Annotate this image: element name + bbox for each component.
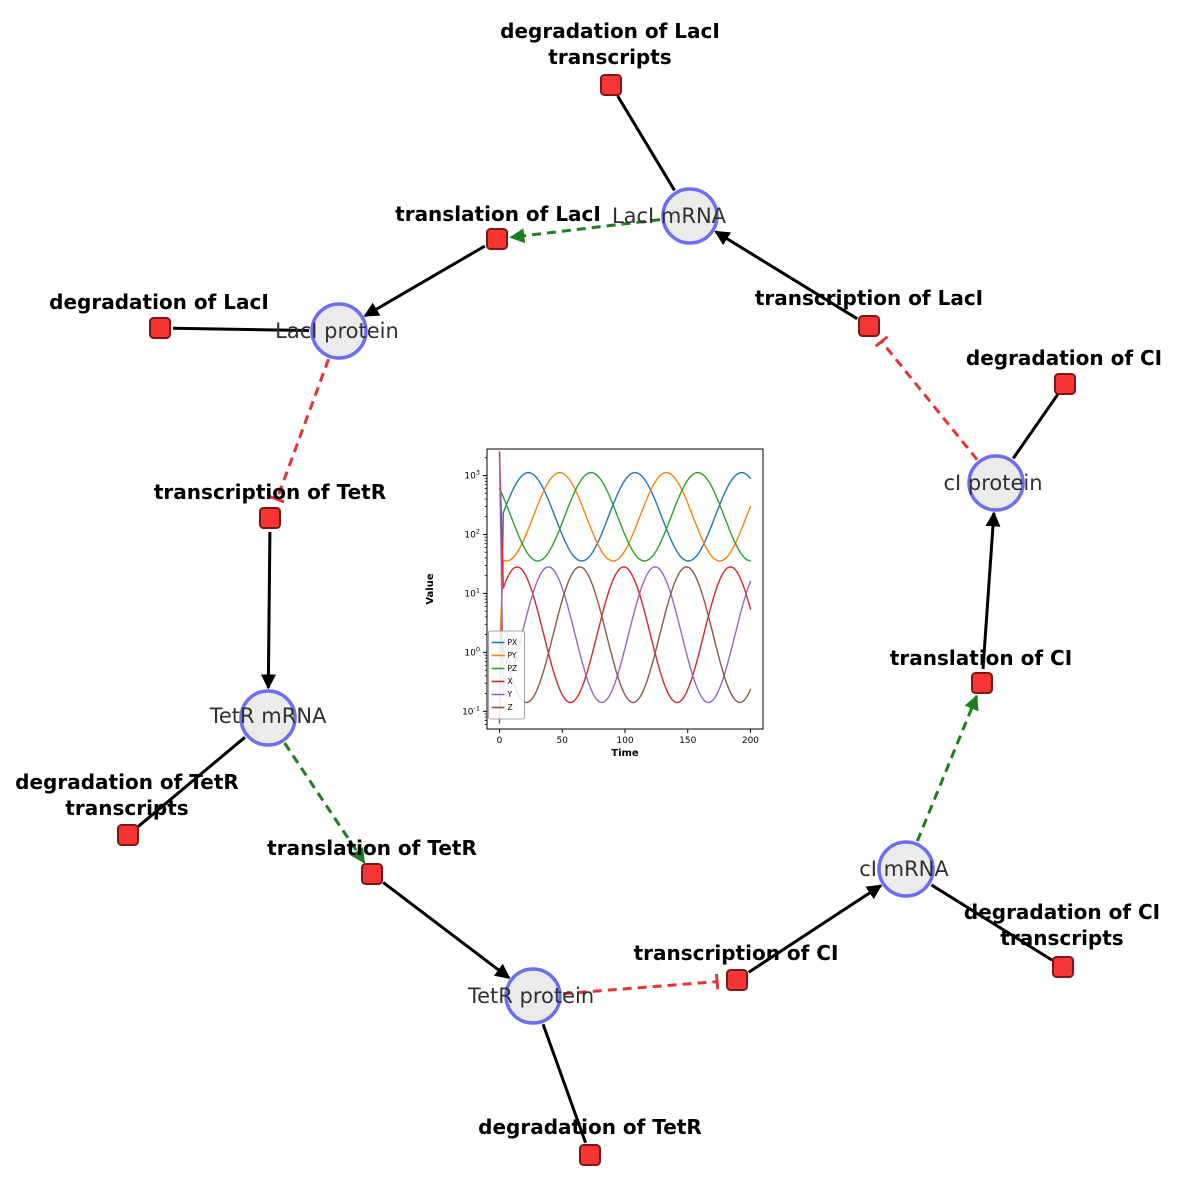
species-label-laci_mrna: LacI mRNA: [612, 204, 727, 228]
reaction-label-deg_laci: degradation of LacI: [49, 290, 269, 314]
species-label-tetr_mrna: TetR mRNA: [209, 704, 327, 728]
edge-reactant-ci_mrna-to-deg_ci_tx: [930, 883, 1053, 962]
reaction-label-deg_tetr_tx: transcripts: [65, 796, 188, 820]
edge-reactant-laci_mrna-to-deg_laci_tx: [616, 95, 676, 192]
reaction-label-deg_laci_tx: transcripts: [548, 45, 671, 69]
series-line-PY: [498, 471, 752, 654]
y-tick-label: 101: [464, 586, 480, 599]
reaction-label-tl_tetr: translation of TetR: [267, 836, 477, 860]
legend-label-PY: PY: [508, 651, 517, 660]
plot-frame: [486, 448, 764, 730]
reaction-node-tl_laci: [486, 228, 508, 250]
edge-product-tc_ci-to-ci_mrna: [747, 884, 883, 974]
reaction-label-tc_tetr: transcription of TetR: [154, 480, 386, 504]
reaction-label-tl_laci: translation of LacI: [395, 202, 601, 226]
reaction-node-deg_laci: [149, 317, 171, 339]
reaction-node-tc_tetr: [259, 507, 281, 529]
edge-reactant-laci_protein-to-deg_laci: [172, 326, 310, 332]
reaction-node-deg_laci_tx: [600, 74, 622, 96]
species-node-ci_mrna: [877, 840, 935, 898]
species-label-ci_protein: cI protein: [943, 471, 1042, 495]
reaction-label-tl_ci: translation of CI: [890, 646, 1072, 670]
reaction-label-deg_tetr: degradation of TetR: [478, 1115, 702, 1139]
reaction-node-tl_ci: [971, 672, 993, 694]
edge-modifier-ci_mrna-to-tl_ci: [915, 694, 979, 842]
edge-product-tc_tetr-to-tetr_mrna: [260, 531, 276, 690]
edge-reactant-tetr_mrna-to-deg_tetr_tx: [137, 736, 246, 828]
reaction-label-deg_laci_tx: degradation of LacI: [500, 19, 720, 43]
edge-product-tl_ci-to-ci_protein: [981, 511, 1001, 670]
reaction-label-tc_ci: transcription of CI: [634, 941, 839, 965]
reaction-node-deg_ci_tx: [1052, 956, 1074, 978]
series-line-PX: [498, 471, 752, 724]
edge-product-tl_laci-to-laci_protein: [363, 244, 486, 318]
reaction-node-tc_ci: [726, 969, 748, 991]
species-node-ci_protein: [967, 454, 1025, 512]
edge-modifier-tetr_mrna-to-tl_tetr: [283, 742, 366, 864]
legend-label-PZ: PZ: [508, 664, 518, 673]
edge-product-tc_laci-to-laci_mrna: [714, 230, 858, 320]
reaction-node-deg_tetr_tx: [117, 824, 139, 846]
series-line-PZ: [498, 471, 752, 562]
reaction-node-tc_laci: [858, 315, 880, 337]
legend-label-Z: Z: [508, 703, 513, 712]
legend-box: [488, 630, 525, 720]
edge-reactant-tetr_protein-to-deg_tetr: [541, 1023, 588, 1144]
reaction-node-deg_ci: [1054, 373, 1076, 395]
x-tick-label: 150: [679, 736, 696, 746]
x-axis-label: Time: [611, 748, 639, 759]
series-line-Y: [498, 457, 752, 704]
edge-product-tl_tetr-to-tetr_protein: [382, 881, 511, 980]
legend-label-PX: PX: [508, 638, 518, 647]
x-tick-label: 200: [742, 736, 759, 746]
reaction-label-deg_tetr_tx: degradation of TetR: [15, 770, 239, 794]
legend-label-Y: Y: [507, 690, 513, 699]
legend-label-X: X: [508, 677, 513, 686]
species-node-laci_mrna: [661, 187, 719, 245]
series-line-Z: [498, 566, 752, 704]
species-node-tetr_mrna: [239, 689, 297, 747]
x-tick-label: 100: [616, 736, 633, 746]
edge-inhibition-ci_protein-to-tc_laci: [874, 335, 979, 461]
edges-layer: [137, 95, 1059, 1144]
x-tick-label: 50: [557, 736, 569, 746]
reaction-label-deg_ci: degradation of CI: [966, 346, 1162, 370]
edge-modifier-laci_mrna-to-tl_laci: [509, 218, 661, 244]
species-node-tetr_protein: [504, 967, 562, 1025]
reaction-label-deg_ci_tx: degradation of CI: [964, 900, 1160, 924]
x-tick-label: 0: [497, 736, 503, 746]
reaction-label-tc_laci: transcription of LacI: [755, 286, 983, 310]
y-tick-label: 10-1: [462, 704, 480, 717]
reaction-node-deg_tetr: [579, 1144, 601, 1166]
y-axis-label: Value: [425, 573, 436, 604]
species-node-laci_protein: [310, 302, 368, 360]
edge-inhibition-laci_protein-to-tc_tetr: [269, 358, 331, 504]
species-label-laci_protein: LacI protein: [275, 319, 399, 343]
y-tick-label: 100: [464, 645, 480, 658]
y-tick-label: 103: [464, 469, 480, 482]
edge-reactant-ci_protein-to-deg_ci: [1011, 393, 1059, 460]
labels-layer: degradation of LacItranscriptstranslatio…: [15, 19, 1162, 1139]
y-tick-label: 102: [464, 527, 480, 540]
species-label-tetr_protein: TetR protein: [467, 984, 594, 1008]
reaction-node-tl_tetr: [361, 863, 383, 885]
species-label-ci_mrna: cI mRNA: [859, 857, 949, 881]
nodes-layer: [117, 74, 1076, 1166]
edge-inhibition-tetr_protein-to-tc_ci: [562, 973, 720, 996]
reaction-label-deg_ci_tx: transcripts: [1000, 926, 1123, 950]
